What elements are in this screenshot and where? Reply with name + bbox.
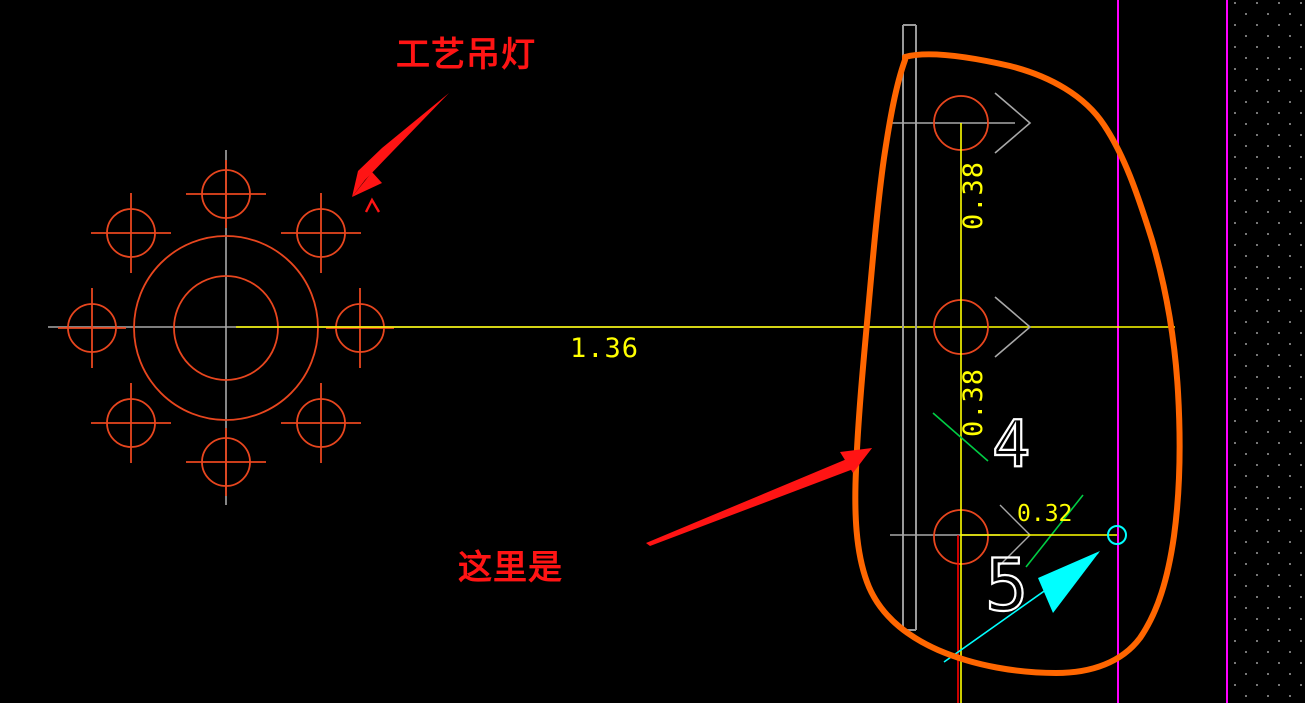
- hatch-region: [1231, 0, 1305, 703]
- snap-node-icon[interactable]: [1107, 525, 1127, 545]
- dimension-value-136: 1.36: [570, 333, 639, 364]
- marker-number-5: 5: [985, 543, 1028, 627]
- wall-lines: [902, 24, 917, 631]
- downlight-2-arrow-icon: [994, 296, 1032, 358]
- chandelier-outer-circle: [133, 235, 319, 421]
- annotation-arrow-here: [646, 448, 872, 546]
- downlight-1-arrow-icon: [994, 92, 1032, 154]
- fixture-numbers: 4 5: [984, 407, 1032, 628]
- dimension-chain-vertical[interactable]: 0.38 0.38: [957, 123, 989, 703]
- annotation-arrow-chandelier: [352, 93, 449, 213]
- dimension-032[interactable]: 0.32: [961, 501, 1117, 536]
- dimension-value-038-lower: 0.38: [958, 368, 989, 437]
- cad-cursor: [943, 551, 1100, 663]
- leader-lines: [932, 412, 1084, 568]
- dimension-value-038-upper: 0.38: [958, 161, 989, 230]
- dimension-value-032: 0.32: [1017, 501, 1072, 527]
- chandelier-inner-circle: [173, 275, 279, 381]
- annotation-label-chandelier: 工艺吊灯: [396, 35, 536, 75]
- boundary-lines: [1117, 0, 1228, 703]
- chandelier-symbol[interactable]: [48, 150, 905, 505]
- highlight-loop: [852, 51, 1183, 676]
- chandelier-satellites: [58, 160, 394, 496]
- annotation-label-here: 这里是: [458, 548, 563, 588]
- marker-number-4: 4: [992, 408, 1031, 482]
- dimension-136[interactable]: 1.36: [236, 326, 1175, 364]
